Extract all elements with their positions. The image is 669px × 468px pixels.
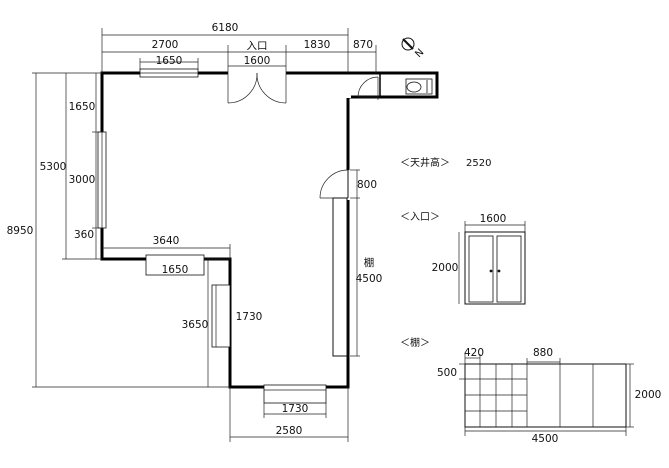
side-door <box>319 169 349 199</box>
dim-left-360: 360 <box>74 229 94 241</box>
room-walls <box>100 71 439 389</box>
entrance-door <box>227 72 287 104</box>
bottom-window <box>263 384 327 404</box>
entrance-elevation <box>458 221 526 305</box>
dim-lower-window: 1730 <box>236 311 263 323</box>
left-dimensions <box>32 72 231 388</box>
shelf-legend-title: ＜棚＞ <box>400 336 430 349</box>
entrance-label: 入口 <box>247 40 268 52</box>
ceiling-value: 2520 <box>466 158 491 169</box>
shelf <box>332 197 348 357</box>
dim-left-5300: 5300 <box>40 161 67 173</box>
ceiling-title: ＜天井高＞ <box>400 156 450 169</box>
dim-mid-window: 1650 <box>162 264 189 276</box>
dim-left-1650: 1650 <box>69 101 96 113</box>
shelf-label: 棚 <box>364 256 375 269</box>
shelf-4500: 4500 <box>532 433 559 445</box>
dim-bottom-2580: 2580 <box>276 425 303 437</box>
compass-icon: N <box>401 37 426 60</box>
dim-870: 870 <box>353 39 373 51</box>
dim-left-3000: 3000 <box>69 174 96 186</box>
entrance-height: 2000 <box>432 262 459 274</box>
mid-window <box>145 254 205 276</box>
shelf-2000: 2000 <box>635 389 662 401</box>
entrance-width: 1600 <box>480 213 507 225</box>
dim-top-window: 1650 <box>156 55 183 67</box>
dim-total-width: 6180 <box>212 22 239 34</box>
svg-text:N: N <box>413 47 426 60</box>
shelf-elevation <box>459 354 634 436</box>
dim-shelf-len: 4500 <box>356 273 383 285</box>
dim-left-8950: 8950 <box>7 225 34 237</box>
dim-bottom-window: 1730 <box>282 403 309 415</box>
shelf-420: 420 <box>464 347 484 359</box>
dim-side-door: 800 <box>357 179 377 191</box>
dim-2700: 2700 <box>152 39 179 51</box>
shelf-880: 880 <box>533 347 553 359</box>
dim-3640: 3640 <box>153 235 180 247</box>
lower-left-window <box>211 284 231 348</box>
dim-1830: 1830 <box>304 39 331 51</box>
dim-3650: 3650 <box>182 319 209 331</box>
top-dimensions <box>101 28 377 73</box>
entrance-legend-title: ＜入口＞ <box>400 212 440 223</box>
corner-door <box>357 76 379 100</box>
shelf-500: 500 <box>437 367 457 379</box>
dim-door-top: 1600 <box>244 55 271 67</box>
toilet-icon <box>405 78 433 95</box>
